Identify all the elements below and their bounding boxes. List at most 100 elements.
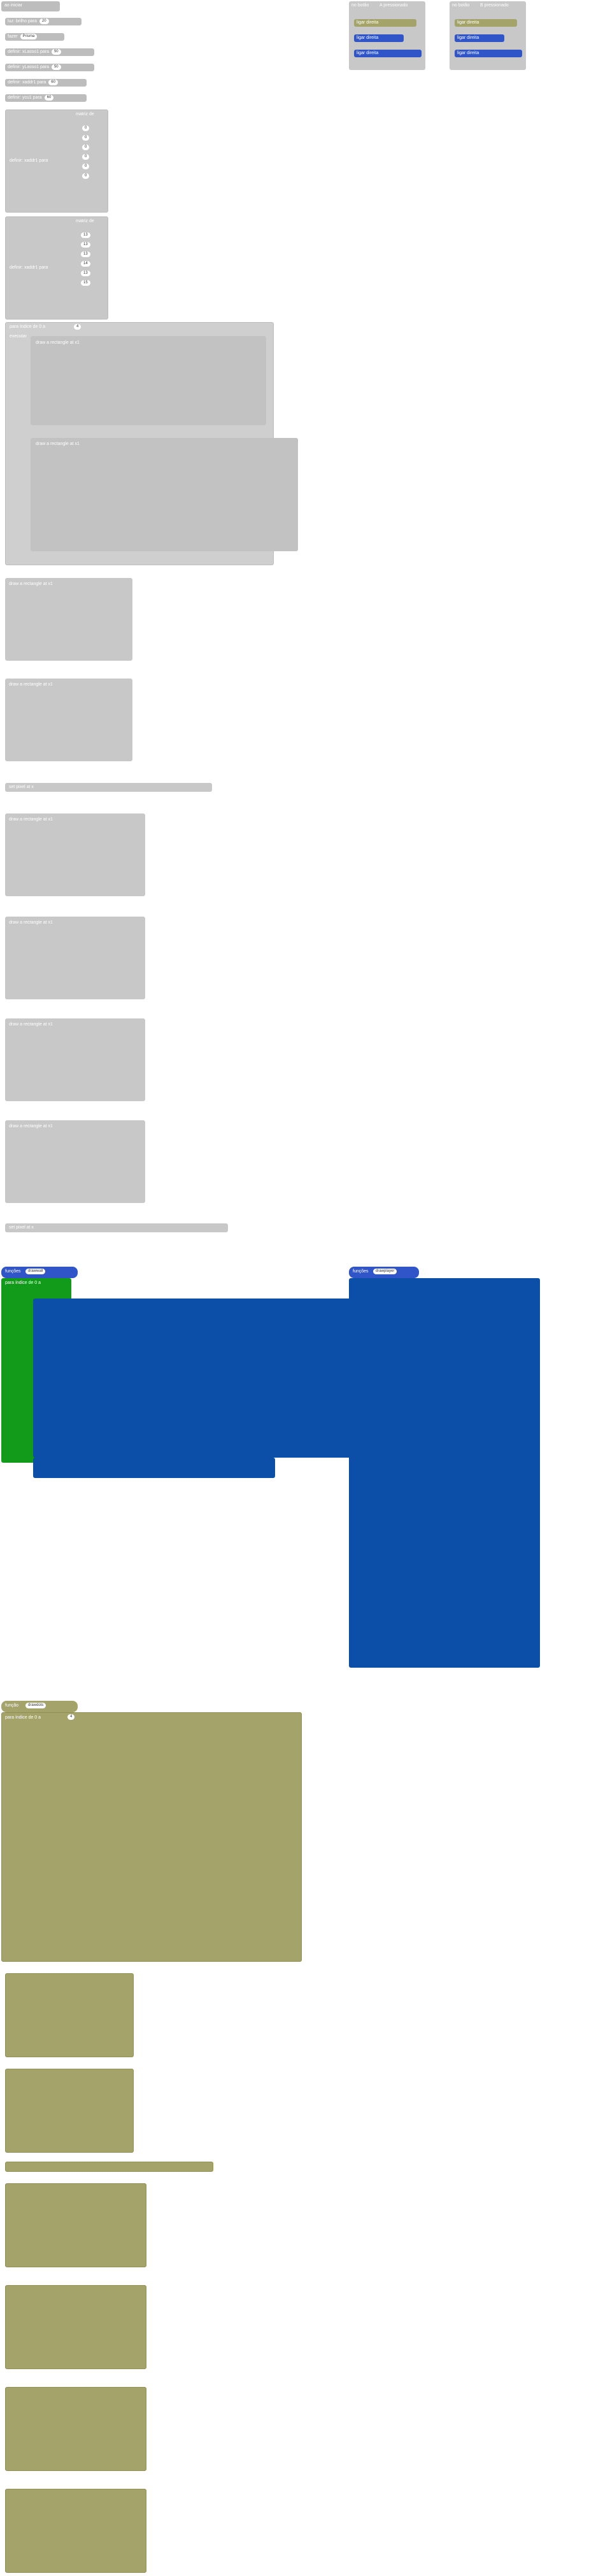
- draw-label: draw a rectangle at x1: [36, 442, 80, 446]
- action-row[interactable]: ligar direita: [455, 50, 522, 57]
- array-value[interactable]: 13: [81, 271, 90, 276]
- gray-draw-block-3[interactable]: [5, 578, 132, 661]
- row-value[interactable]: 20: [39, 18, 49, 24]
- on-start-block[interactable]: ao iniciar: [1, 1, 60, 11]
- action-label: ligar direita: [457, 36, 479, 40]
- draw-label: draw a rectangle at x1: [9, 682, 53, 687]
- gray-draw-block-5[interactable]: [5, 813, 145, 896]
- row-value[interactable]: 60: [44, 94, 54, 101]
- button-b-block[interactable]: no botão B pressionado ligar direita lig…: [450, 1, 526, 70]
- function-drawwall[interactable]: funções drawwall: [1, 1267, 78, 1278]
- function-drawdots[interactable]: função drawdots: [1, 1701, 78, 1712]
- row-label: definir: xaddr1 para: [8, 80, 46, 85]
- drawdots-block-e[interactable]: [5, 2387, 146, 2471]
- gray-draw-block-8[interactable]: [5, 1120, 145, 1203]
- row-value[interactable]: 50: [51, 48, 61, 55]
- set-pixel-row-1[interactable]: [5, 783, 212, 792]
- func-keyword: funções: [5, 1269, 21, 1274]
- row-label: luz: brilho para: [8, 19, 37, 24]
- set-pixel-label: set pixel at x: [9, 1225, 34, 1230]
- row-value[interactable]: 50: [51, 64, 61, 70]
- action-label: ligar direita: [457, 20, 479, 25]
- on-start-label: ao iniciar: [4, 3, 23, 8]
- loop-label: para índice de 0 a: [10, 325, 46, 329]
- func-name[interactable]: drawwall: [25, 1269, 46, 1274]
- button-option[interactable]: B pressionado: [480, 3, 509, 8]
- inner-draw-block-2[interactable]: [31, 438, 298, 551]
- row-value[interactable]: Prisma: [20, 33, 38, 39]
- draw-label: draw a rectangle at x1: [9, 1022, 53, 1027]
- loop-label: para índice de 0 a: [5, 1715, 41, 1720]
- action-label: ligar direita: [357, 36, 379, 40]
- gray-draw-block-4[interactable]: [5, 679, 132, 761]
- drawdots-block-a[interactable]: [5, 1973, 134, 2057]
- drawplayer-body[interactable]: [349, 1278, 540, 1668]
- function-drawplayer[interactable]: funções drawplayer: [349, 1267, 419, 1278]
- set-row-5[interactable]: definir: ycu1 para 60: [5, 94, 87, 102]
- drawdots-block-b[interactable]: [5, 2069, 134, 2153]
- drawdots-block-f[interactable]: [5, 2489, 146, 2573]
- row-value[interactable]: 60: [48, 79, 58, 85]
- array-value[interactable]: 15: [81, 280, 90, 286]
- set-row-1[interactable]: fazer Prisma: [5, 33, 64, 41]
- array-value[interactable]: 0: [82, 125, 90, 131]
- action-row[interactable]: ligar direita: [455, 34, 504, 42]
- drawdots-block-d[interactable]: [5, 2285, 146, 2369]
- draw-label: draw a rectangle at x1: [9, 920, 53, 925]
- array-block-2[interactable]: matriz de definir: xaddr1 para 13 13 13 …: [5, 216, 108, 320]
- row-label: fazer: [8, 34, 18, 39]
- array-value[interactable]: 13: [81, 242, 90, 248]
- array-block-1[interactable]: matriz de definir: xaddr1 para 0 0 0 0 0…: [5, 109, 108, 213]
- do-label: executar: [10, 334, 27, 339]
- gray-draw-block-7[interactable]: [5, 1018, 145, 1101]
- array-value[interactable]: 0: [82, 173, 90, 179]
- button-option[interactable]: A pressionado: [380, 3, 408, 8]
- draw-label: draw a rectangle at x1: [9, 817, 53, 822]
- set-brightness-row[interactable]: luz: brilho para 20: [5, 18, 82, 25]
- array-value[interactable]: 14: [81, 261, 90, 267]
- array-value[interactable]: 0: [82, 154, 90, 160]
- action-row[interactable]: ligar direita: [455, 19, 517, 27]
- action-label: ligar direita: [357, 51, 379, 55]
- button-header: no botão: [452, 3, 470, 8]
- button-header: no botão: [351, 3, 369, 8]
- set-row-4[interactable]: definir: xaddr1 para 60: [5, 79, 87, 87]
- action-label: ligar direita: [457, 51, 479, 55]
- drawdots-block-c[interactable]: [5, 2183, 146, 2267]
- set-pixel-label: set pixel at x: [9, 785, 34, 789]
- action-row[interactable]: ligar direita: [354, 19, 416, 27]
- row-label: definir: xLasso1 para: [8, 50, 49, 54]
- array-label: definir: xaddr1 para: [10, 265, 48, 270]
- array-value[interactable]: 13: [81, 251, 90, 257]
- drawdots-loop[interactable]: [1, 1712, 302, 1962]
- array-value[interactable]: 0: [82, 164, 90, 169]
- array-value[interactable]: 0: [82, 135, 90, 141]
- loop-to-value[interactable]: 4: [74, 324, 82, 330]
- array-header: matriz de: [76, 112, 94, 116]
- func-keyword: funções: [353, 1269, 369, 1274]
- loop-to-value[interactable]: 4: [67, 1714, 75, 1720]
- gray-draw-block-6[interactable]: [5, 917, 145, 999]
- drawdots-pixel-row[interactable]: [5, 2162, 213, 2172]
- button-a-block[interactable]: no botão A pressionado ligar direita lig…: [349, 1, 425, 70]
- drawwall-tail[interactable]: [33, 1458, 275, 1478]
- draw-label: draw a rectangle at x1: [9, 1124, 53, 1129]
- draw-label: draw a rectangle at x1: [36, 341, 80, 345]
- loop-label: para índice de 0 a: [5, 1281, 41, 1285]
- inner-draw-block-1[interactable]: [31, 336, 266, 425]
- set-row-3[interactable]: definir: yLasso1 para 50: [5, 64, 94, 71]
- array-label: definir: xaddr1 para: [10, 158, 48, 163]
- row-label: definir: yLasso1 para: [8, 65, 49, 69]
- row-label: definir: ycu1 para: [8, 95, 42, 100]
- action-row[interactable]: ligar direita: [354, 34, 404, 42]
- array-header: matriz de: [76, 219, 94, 223]
- draw-label: draw a rectangle at x1: [9, 582, 53, 586]
- func-name[interactable]: drawdots: [25, 1703, 46, 1708]
- func-name[interactable]: drawplayer: [373, 1269, 397, 1274]
- set-pixel-row-2[interactable]: [5, 1223, 228, 1232]
- set-row-2[interactable]: definir: xLasso1 para 50: [5, 48, 94, 56]
- action-row[interactable]: ligar direita: [354, 50, 422, 57]
- array-value[interactable]: 13: [81, 232, 90, 238]
- array-value[interactable]: 0: [82, 144, 90, 150]
- func-keyword: função: [5, 1703, 19, 1708]
